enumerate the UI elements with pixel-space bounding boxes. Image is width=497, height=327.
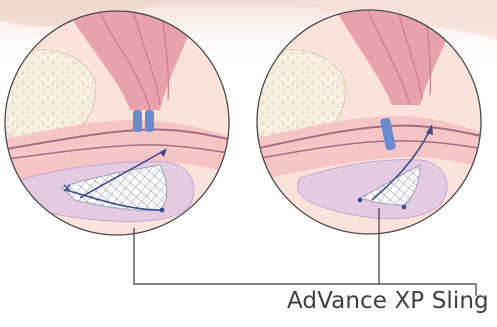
leader-line <box>134 208 476 296</box>
sling-caption: AdVance XP Sling <box>287 290 489 313</box>
